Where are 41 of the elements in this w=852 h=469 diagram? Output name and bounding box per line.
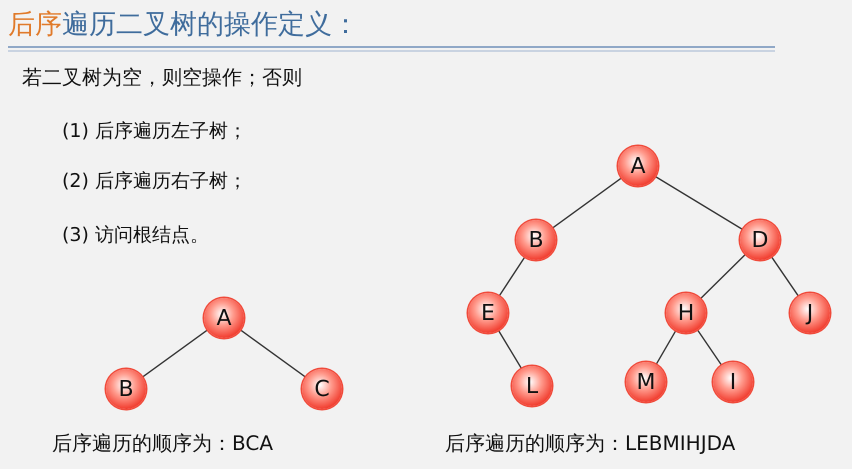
node-letter: J bbox=[806, 300, 814, 326]
tree-edge-line bbox=[656, 330, 676, 364]
tree-edge-line bbox=[771, 256, 799, 296]
tree-edge-line bbox=[656, 176, 742, 230]
tree-node-circle bbox=[512, 366, 552, 406]
node-letter: B bbox=[528, 228, 544, 252]
tree-edge-line bbox=[552, 178, 622, 228]
node-letter: A bbox=[630, 154, 646, 178]
tree-edge-line bbox=[697, 330, 722, 366]
tree-edge-line bbox=[240, 330, 306, 378]
tree-edge-line bbox=[700, 254, 746, 299]
tree-node-circle bbox=[204, 298, 244, 338]
traversal-result-text: 后序遍历的顺序为：LEBMIHJDA bbox=[445, 430, 736, 457]
traversal-result-text: 后序遍历的顺序为：BCA bbox=[52, 430, 274, 457]
tree-node-circle bbox=[626, 362, 666, 402]
node-letter: I bbox=[730, 370, 736, 394]
condition-text: 若二叉树为空，则空操作；否则 bbox=[22, 64, 302, 91]
tree-node-circle bbox=[618, 146, 658, 186]
tree-node-circle bbox=[302, 369, 342, 409]
node-letter: H bbox=[678, 300, 694, 326]
tree-edge-line bbox=[142, 330, 208, 378]
node-letter: E bbox=[481, 300, 495, 326]
node-letter: A bbox=[216, 306, 232, 330]
tree-edge-line bbox=[498, 257, 526, 296]
tree-node-circle bbox=[468, 293, 508, 333]
step-text: (3) 访问根结点。 bbox=[62, 223, 209, 248]
node-letter: C bbox=[314, 376, 330, 402]
tree-edge-line bbox=[498, 330, 522, 368]
tree-node-circle bbox=[790, 293, 830, 333]
tree-node-circle bbox=[106, 369, 146, 409]
node-letter: D bbox=[752, 228, 768, 252]
node-letter: M bbox=[636, 370, 656, 394]
tree-node-circle bbox=[740, 220, 780, 260]
step-text: (2) 后序遍历右子树； bbox=[62, 169, 247, 194]
tree-node-circle bbox=[516, 220, 556, 260]
step-text: (1) 后序遍历左子树； bbox=[62, 119, 247, 144]
node-letter: L bbox=[526, 374, 538, 398]
node-letter: B bbox=[118, 376, 134, 402]
tree-node-circle bbox=[666, 293, 706, 333]
tree-node-circle bbox=[713, 362, 753, 402]
slide-title: 后序遍历二叉树的操作定义： bbox=[8, 8, 359, 42]
